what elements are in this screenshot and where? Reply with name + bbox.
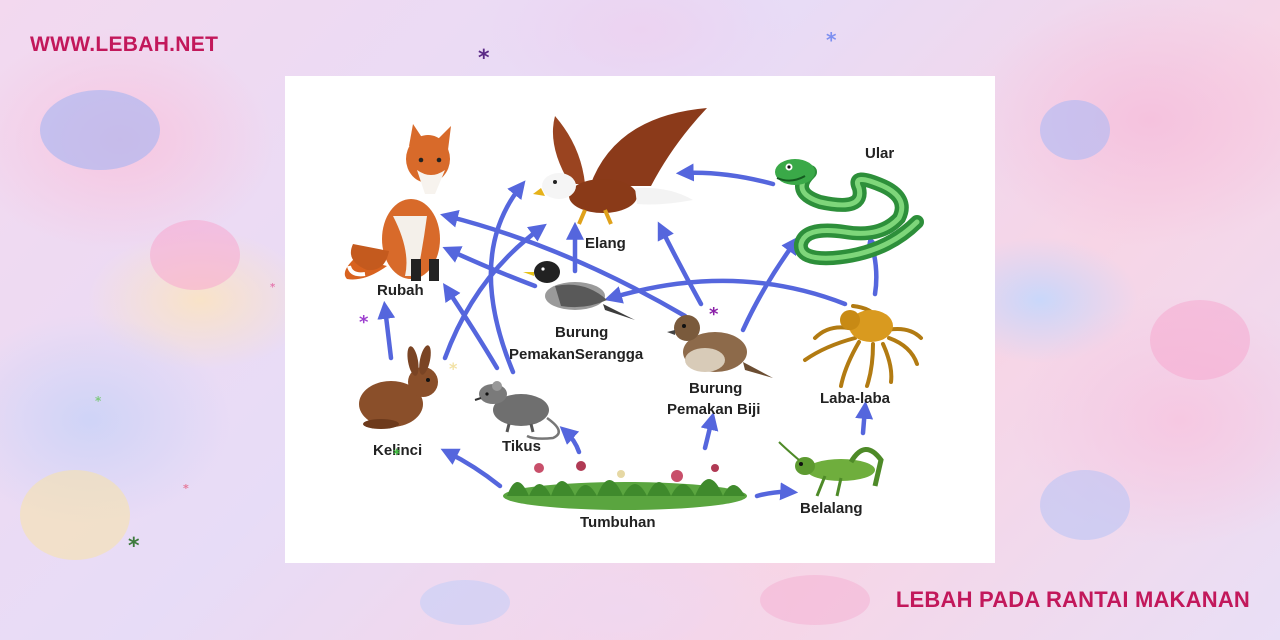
background-blob [20,470,130,560]
background-blob [1040,100,1110,160]
arrow-burungbiji-to-rubah [440,209,688,319]
rabbit-icon [359,345,438,429]
sparkle-icon: * [478,46,490,71]
arrow-burungbiji-to-ular [740,236,800,333]
eagle-icon [533,108,707,225]
arrow-ular-to-elang [675,163,776,187]
label-burung-biji-2: Pemakan Biji [667,401,760,418]
label-belalang: Belalang [800,500,863,517]
arrow-belalang-to-labalaba [855,400,874,436]
sparkle-icon: * [393,447,401,463]
rat-icon [474,381,560,440]
label-burung-biji-1: Burung [689,380,742,397]
label-laba-laba: Laba-laba [820,390,891,407]
arrow-tikus-to-rubah [443,283,500,371]
background-blob [420,580,510,625]
spider-icon [803,304,923,388]
arrow-kelinci-to-rubah [377,300,396,361]
arrow-tumbuhan-to-kelinci [440,448,503,489]
grasshopper-icon [778,441,884,497]
sparkle-icon: * [826,28,837,52]
arrow-tumbuhan-to-burungbiji [700,411,719,451]
arrow-burungserangga-to-rubah [442,246,538,289]
background-blob [40,90,160,170]
label-kelinci: Kelinci [373,442,422,459]
background-blob [1040,470,1130,540]
food-web-diagram: Ular Elang Rubah Burung PemakanSerangga … [344,108,924,531]
sparkle-icon: * [709,304,719,325]
label-elang: Elang [585,235,626,252]
page-title: LEBAH PADA RANTAI MAKANAN [895,587,1250,612]
sparkle-icon: * [449,359,458,378]
sparkle-icon: * [95,394,102,408]
snake-icon [775,159,924,266]
seed-eating-bird-icon [667,315,773,378]
sparkle-icon: * [359,312,369,333]
site-url[interactable]: WWW.LEBAH.NET [30,33,219,56]
background-blob [760,575,870,625]
sparkle-icon: * [128,534,140,559]
label-burung-serangga-1: Burung [555,324,608,341]
label-ular: Ular [865,145,894,162]
sparkle-icon: * [183,482,189,495]
plants-icon [503,461,747,510]
sparkle-icon: * [270,282,276,293]
fox-icon [344,124,451,281]
arrow-tumbuhan-to-tikus [559,426,582,455]
label-burung-serangga-2: PemakanSerangga [509,346,644,363]
label-tumbuhan: Tumbuhan [580,514,656,531]
label-rubah: Rubah [377,282,424,299]
food-web-panel: Ular Elang Rubah Burung PemakanSerangga … [285,76,995,563]
arrow-tumbuhan-to-belalang [754,482,799,501]
background-blob [1150,300,1250,380]
background-blob [150,220,240,290]
arrow-burungbiji-to-elang [657,221,704,307]
label-tikus: Tikus [502,438,541,455]
insect-eating-bird-icon [523,261,635,320]
arrow-labalaba-to-burungserangga [604,278,848,307]
